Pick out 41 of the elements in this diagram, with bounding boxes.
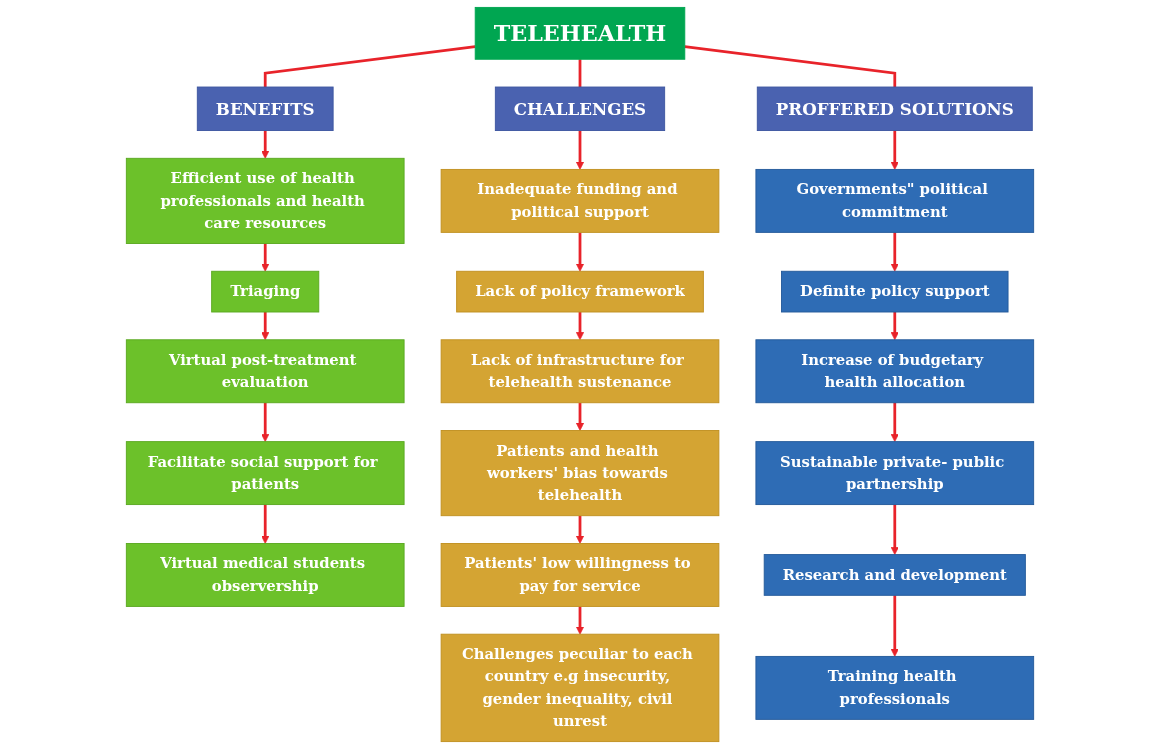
node-box: Research and development: [763, 554, 1026, 596]
arrow: [575, 232, 585, 272]
arrow: [890, 595, 899, 657]
node-box: TELEHEALTH: [474, 6, 686, 60]
connector: [684, 45, 897, 88]
arrow: [261, 504, 270, 544]
arrow: [890, 402, 899, 442]
node-box: Triaging: [211, 270, 320, 313]
node-box: Challenges peculiar to each country e.g insecurity, gender inequality, civil unrest: [440, 633, 720, 743]
arrow: [261, 402, 270, 442]
node-box: CHALLENGES: [494, 86, 666, 131]
node-box: Increase of budgetary health allocation: [755, 339, 1035, 404]
arrow: [575, 312, 585, 341]
node-box: Training health professionals: [755, 655, 1035, 720]
node-box: Definite policy support: [781, 270, 1009, 313]
arrow: [575, 515, 585, 544]
node-box: Virtual medical students observership: [125, 543, 405, 607]
arrow: [890, 232, 899, 272]
node-box: Facilitate social support for patients: [125, 441, 405, 506]
node-box: Inadequate funding and political support: [440, 168, 720, 233]
node-box: Lack of infrastructure for telehealth sustenance: [440, 339, 720, 404]
node-box: Governments" political commitment: [755, 168, 1035, 233]
arrow: [261, 130, 270, 159]
arrow: [890, 312, 899, 341]
node-box: PROFFERED SOLUTIONS: [756, 86, 1033, 131]
connector: [263, 45, 476, 88]
arrow: [261, 243, 270, 272]
node-box: Lack of policy framework: [456, 270, 704, 313]
arrow: [575, 402, 585, 431]
node-box: Virtual post-treatment evaluation: [125, 339, 405, 404]
arrow: [890, 130, 899, 170]
arrow: [261, 312, 270, 341]
node-box: BENEFITS: [196, 86, 334, 131]
arrow: [575, 606, 585, 635]
node-box: Patients and health workers' bias towards telehealth: [440, 430, 720, 517]
node-box: Patients' low willingness to pay for service: [440, 543, 720, 607]
node-box: Sustainable private- public partnership: [755, 441, 1035, 506]
arrow: [890, 504, 899, 555]
arrow: [575, 130, 585, 170]
connector: [578, 59, 582, 88]
node-box: Efficient use of health professionals and health care resources: [125, 157, 405, 244]
